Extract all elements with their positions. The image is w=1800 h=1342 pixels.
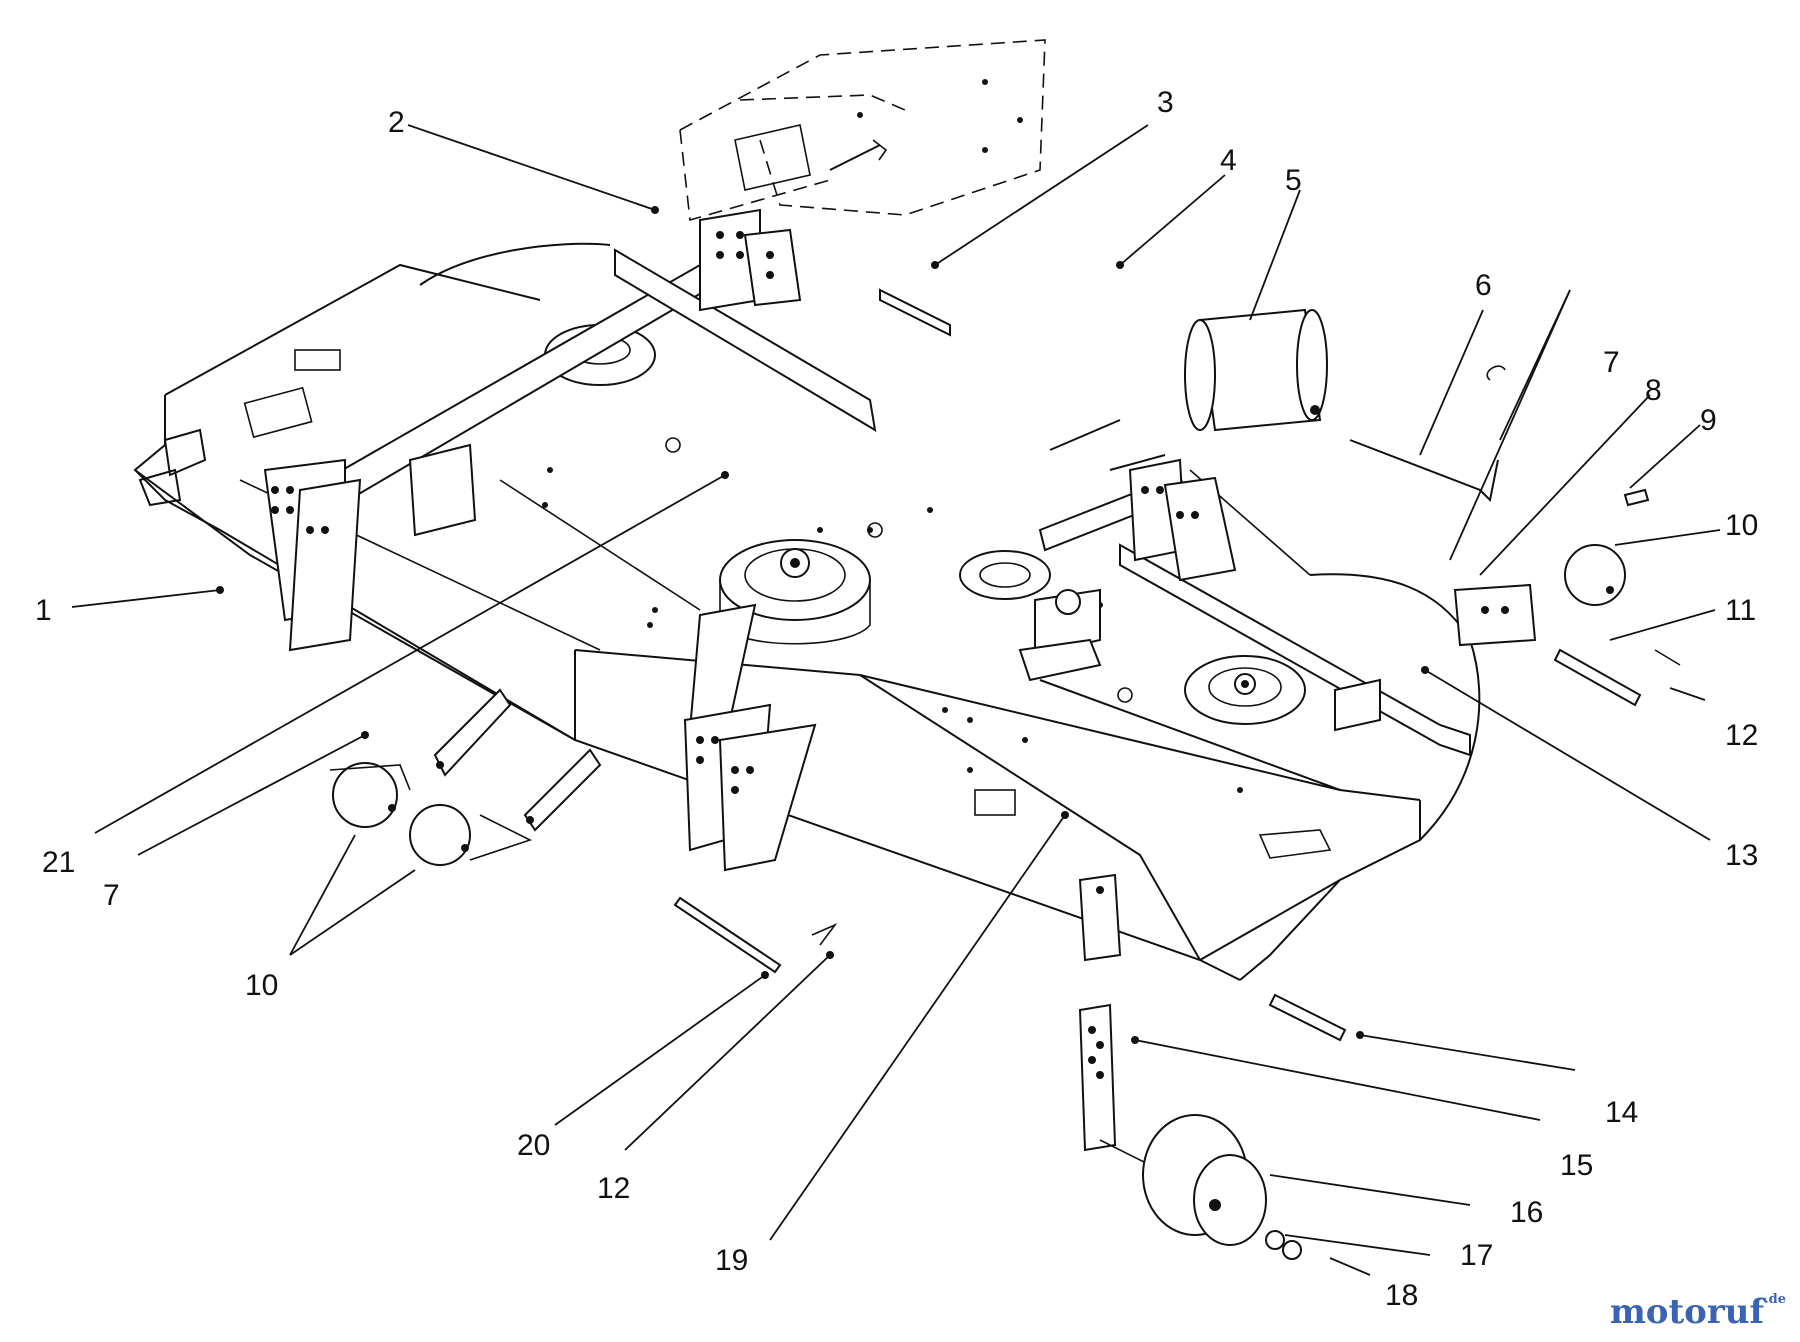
leader-1 xyxy=(71,589,221,608)
tractor-frame-phantom xyxy=(679,39,1046,222)
callout-3: 3 xyxy=(1157,86,1174,119)
callout-14: 14 xyxy=(1605,1096,1638,1129)
callout-7-left: 7 xyxy=(103,879,120,912)
callout-21: 21 xyxy=(42,846,75,879)
callout-20: 20 xyxy=(517,1129,550,1162)
leader-7b xyxy=(137,734,366,856)
leader-3 xyxy=(934,124,1149,266)
callout-9: 9 xyxy=(1700,404,1717,437)
callout-12-left: 12 xyxy=(597,1172,630,1205)
leader-20 xyxy=(554,974,766,1126)
callout-18: 18 xyxy=(1385,1279,1418,1312)
watermark-suffix: .de xyxy=(1764,1292,1786,1307)
leader-7a-b xyxy=(1449,289,1571,561)
leader-6 xyxy=(1419,309,1484,456)
leader-12a xyxy=(1669,687,1706,701)
callout-4: 4 xyxy=(1220,144,1237,177)
callout-16: 16 xyxy=(1510,1196,1543,1229)
callout-19: 19 xyxy=(715,1244,748,1277)
loose-parts xyxy=(329,288,1681,1260)
watermark-logo: motoruf.de xyxy=(1610,1292,1786,1332)
leader-10b xyxy=(1614,529,1721,546)
leader-14 xyxy=(1359,1034,1576,1071)
leader-12b xyxy=(624,954,831,1151)
leader-16 xyxy=(1269,1174,1471,1206)
callout-11: 11 xyxy=(1725,594,1756,627)
callout-2: 2 xyxy=(388,106,405,139)
leader-2 xyxy=(407,124,656,211)
rear-arms xyxy=(433,688,1122,962)
callout-12-right: 12 xyxy=(1725,719,1758,752)
leader-9 xyxy=(1629,424,1701,489)
leader-17 xyxy=(1284,1234,1431,1256)
leader-5 xyxy=(1249,189,1301,321)
leader-11 xyxy=(1609,609,1716,641)
leader-10a-2 xyxy=(289,869,416,956)
callout-5: 5 xyxy=(1285,164,1302,197)
leader-21 xyxy=(94,474,726,834)
leader-18 xyxy=(1329,1257,1371,1276)
leader-lines xyxy=(71,124,1721,1276)
callout-1: 1 xyxy=(35,594,52,627)
leader-4 xyxy=(1119,174,1226,266)
callout-10-left: 10 xyxy=(245,969,278,1002)
watermark-text: motoruf xyxy=(1609,1292,1765,1332)
callout-10-right: 10 xyxy=(1725,509,1758,542)
callout-17: 17 xyxy=(1460,1239,1493,1272)
callout-8: 8 xyxy=(1645,374,1662,407)
leader-10a-1 xyxy=(289,834,356,956)
callout-labels: 2 3 4 5 6 7 8 9 10 11 12 13 14 15 16 17 … xyxy=(35,86,1758,1312)
hanger-rails xyxy=(263,208,1471,872)
leader-13 xyxy=(1424,669,1711,841)
leader-19 xyxy=(769,814,1066,1241)
callout-7-right: 7 xyxy=(1603,346,1620,379)
leader-15 xyxy=(1134,1039,1541,1121)
callout-15: 15 xyxy=(1560,1149,1593,1182)
spindle-pulleys xyxy=(544,324,1306,725)
leader-8 xyxy=(1479,394,1651,576)
callout-6: 6 xyxy=(1475,269,1492,302)
callout-13: 13 xyxy=(1725,839,1758,872)
